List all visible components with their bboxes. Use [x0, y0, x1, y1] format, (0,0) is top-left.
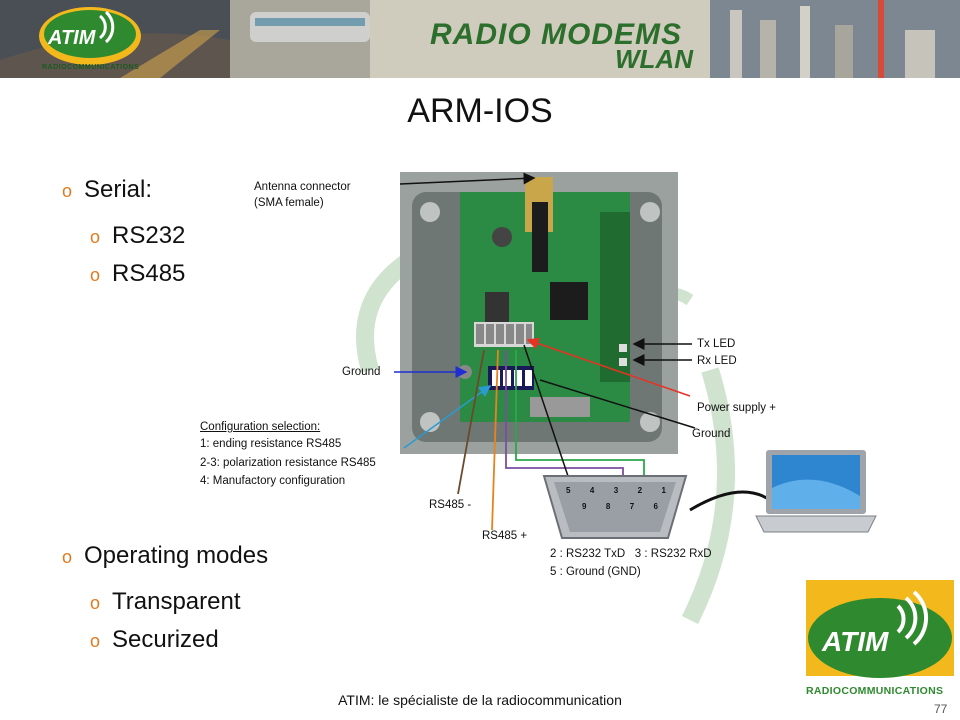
bullet-circle-icon: o: [90, 265, 101, 285]
label-config-1: 1: ending resistance RS485: [200, 438, 342, 450]
label-tx-led: Tx LED: [697, 338, 736, 350]
device-board-image: [400, 172, 678, 454]
label-ground-right: Ground: [692, 428, 731, 440]
label-pin-line-1: 2 : RS232 TxD 3 : RS232 RxD: [550, 548, 712, 560]
bullet-circle-icon: o: [62, 181, 73, 201]
page-number: 77: [934, 702, 948, 716]
label-power-supply: Power supply +: [697, 402, 776, 414]
label-rs485-plus: RS485 +: [482, 530, 528, 542]
laptop-image: [755, 450, 877, 533]
bullet-circle-icon: o: [90, 227, 101, 247]
label-antenna-2: (SMA female): [254, 197, 324, 209]
banner-logo: [38, 6, 142, 66]
atim-logo-sub: RADIOCOMMUNICATIONS: [806, 685, 944, 697]
banner-headline-1: RADIO MODEMS: [430, 18, 682, 51]
footer-text: ATIM: le spécialiste de la radiocommunic…: [338, 692, 622, 708]
slide-title: ARM-IOS: [407, 92, 553, 130]
atim-logo-text: ATIM: [822, 626, 889, 657]
banner-graphic: [0, 0, 960, 78]
label-ground-left: Ground: [342, 366, 381, 378]
bullet-circle-icon: o: [90, 593, 101, 613]
label-pin-line-2: 5 : Ground (GND): [550, 566, 641, 578]
label-rx-led: Rx LED: [697, 355, 737, 367]
bullet-circle-icon: o: [62, 547, 73, 567]
banner-logo-sub: RADIOCOMMUNICATIONS: [42, 64, 140, 71]
label-antenna-1: Antenna connector: [254, 181, 351, 193]
banner-headline-2: WLAN: [615, 44, 693, 74]
label-config-2: 2-3: polarization resistance RS485: [200, 457, 376, 469]
label-config-3: 4: Manufactory configuration: [200, 475, 346, 487]
atim-logo: [804, 578, 956, 696]
atim-logo-graphic: [804, 578, 956, 696]
header-banner: [0, 0, 960, 78]
label-rs485-minus: RS485 -: [429, 499, 472, 511]
bullet-circle-icon: o: [90, 631, 101, 651]
db9-connector-image: [542, 475, 688, 539]
banner-logo-text: ATIM: [48, 27, 96, 49]
label-config-title: Configuration selection:: [200, 421, 321, 433]
